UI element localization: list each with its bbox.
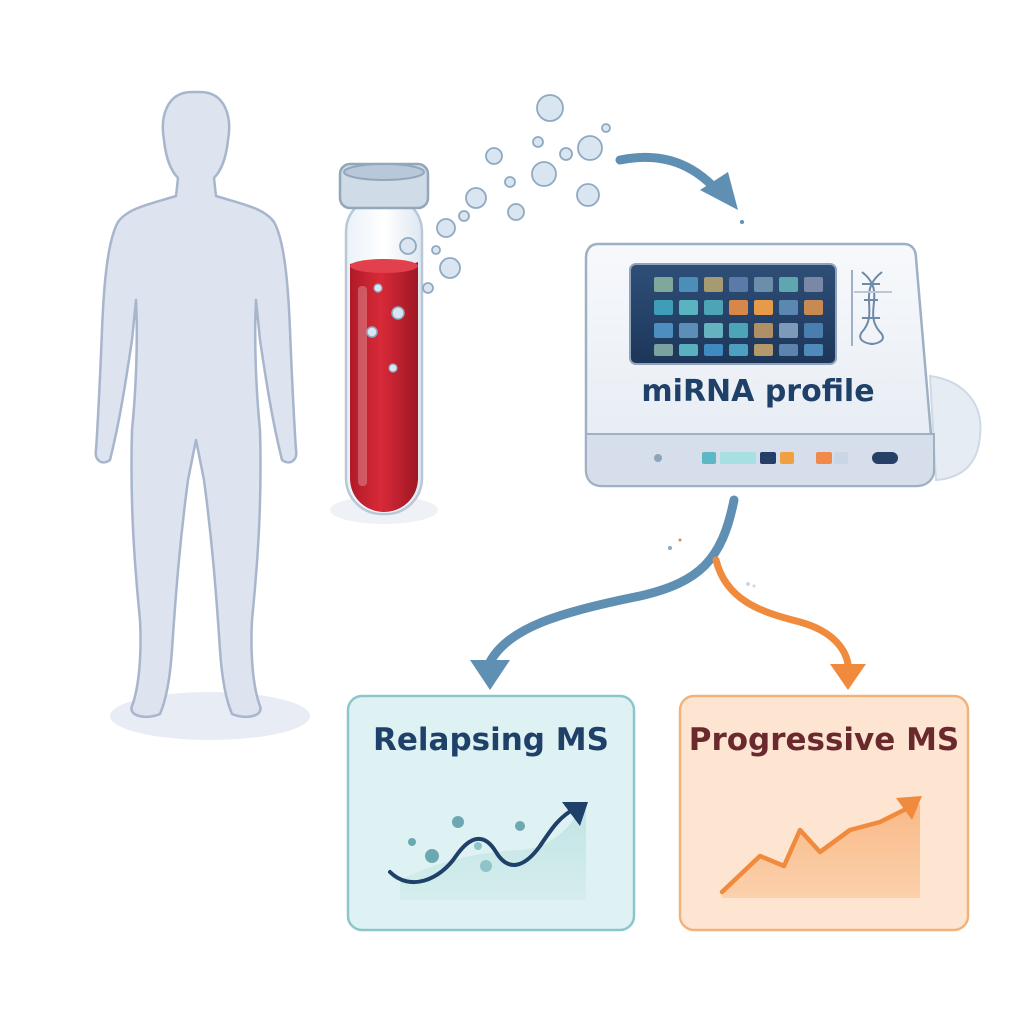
progressive-panel	[678, 694, 970, 932]
blood-tube-icon	[330, 162, 438, 524]
relapsing-panel	[346, 694, 636, 932]
relapsing-ms-title: Relapsing MS	[373, 722, 609, 758]
status-lights	[702, 452, 848, 464]
arrow-to-relapsing	[470, 495, 739, 690]
arrow-to-device	[615, 152, 744, 224]
arrow-to-progressive	[712, 556, 866, 690]
dna-icon	[851, 270, 892, 346]
human-silhouette-icon	[94, 90, 310, 740]
sequencer-device-icon	[584, 242, 982, 488]
progressive-ms-title: Progressive MS	[688, 722, 960, 758]
dots-decor	[668, 538, 756, 588]
device-label: miRNA profile	[641, 374, 875, 409]
heatmap-grid	[654, 277, 823, 356]
bubbles	[399, 94, 611, 294]
